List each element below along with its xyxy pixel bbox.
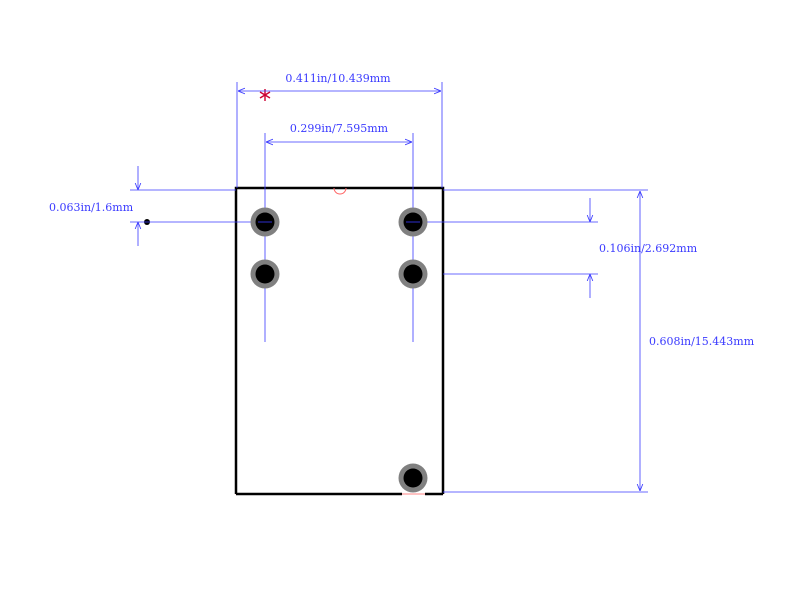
dimension-overall-height-label: 0.608in/15.443mm bbox=[649, 335, 755, 348]
dimension-pin-spacing bbox=[264, 133, 414, 342]
dimension-pin-spacing-label: 0.299in/7.595mm bbox=[290, 122, 389, 135]
dimension-edge-to-row bbox=[130, 166, 265, 246]
dimension-edge-to-row-label: 0.063in/1.6mm bbox=[49, 201, 134, 214]
pad-5 bbox=[398, 463, 428, 493]
pad-3 bbox=[250, 259, 280, 289]
component-outline bbox=[234, 186, 445, 496]
dimension-overall-width-label: 0.411in/10.439mm bbox=[285, 72, 391, 85]
pad-4 bbox=[398, 259, 428, 289]
dimension-overall-height bbox=[443, 189, 648, 493]
dimension-row-pitch-label: 0.106in/2.692mm bbox=[599, 242, 698, 255]
dimension-row-pitch bbox=[413, 198, 598, 298]
dimension-overall-width bbox=[236, 82, 443, 188]
